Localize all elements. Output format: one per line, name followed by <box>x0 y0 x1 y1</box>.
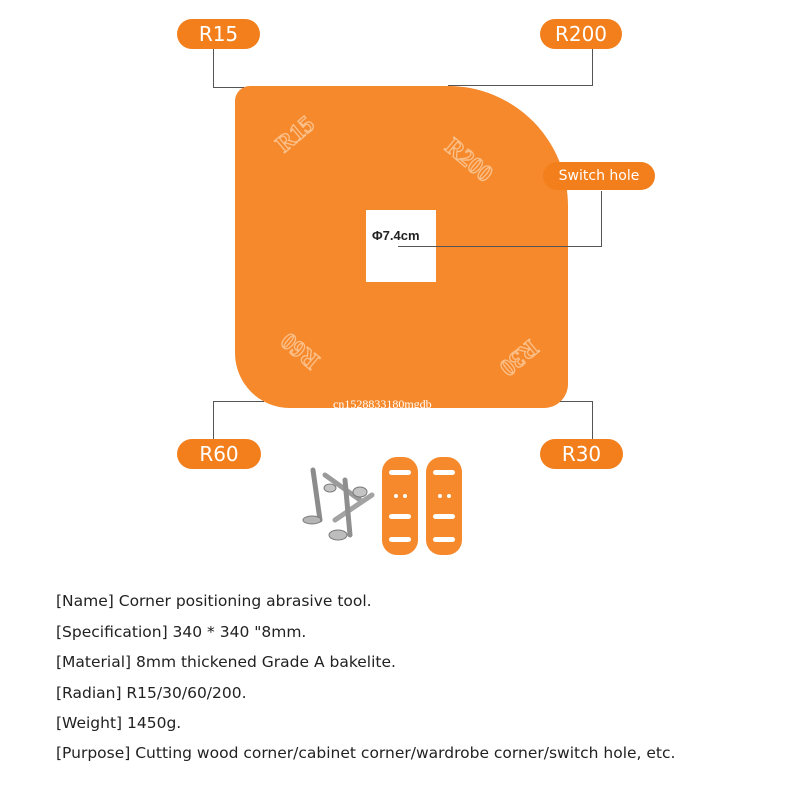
spec-name: [Name] Corner positioning abrasive tool. <box>56 592 372 610</box>
hole-diameter-label: Φ7.4cm <box>372 228 420 243</box>
watermark-text: cn1528833180mgdb <box>333 397 432 411</box>
switch-hole-callout: Switch hole <box>543 162 655 190</box>
switch-hole-leader-line <box>398 191 602 247</box>
r200-callout: R200 <box>540 19 622 49</box>
r60-callout: R60 <box>177 439 261 469</box>
spec-purpose: [Purpose] Cutting wood corner/cabinet co… <box>56 744 676 762</box>
slider-accessory-left <box>382 457 418 555</box>
spec-weight: [Weight] 1450g. <box>56 714 182 732</box>
r200-leader-line <box>448 49 593 86</box>
spec-specification: [Specification] 340 * 340 "8mm. <box>56 623 307 641</box>
r30-leader-line <box>560 401 593 442</box>
r15-leader-line <box>213 49 244 88</box>
slider-accessory-right <box>426 457 462 555</box>
r15-callout: R15 <box>177 19 260 49</box>
spec-radian: [Radian] R15/30/60/200. <box>56 684 247 702</box>
r60-leader-line <box>213 401 264 442</box>
screws-icon <box>302 467 375 541</box>
spec-material: [Material] 8mm thickened Grade A bakelit… <box>56 653 396 671</box>
r30-callout: R30 <box>540 439 623 469</box>
